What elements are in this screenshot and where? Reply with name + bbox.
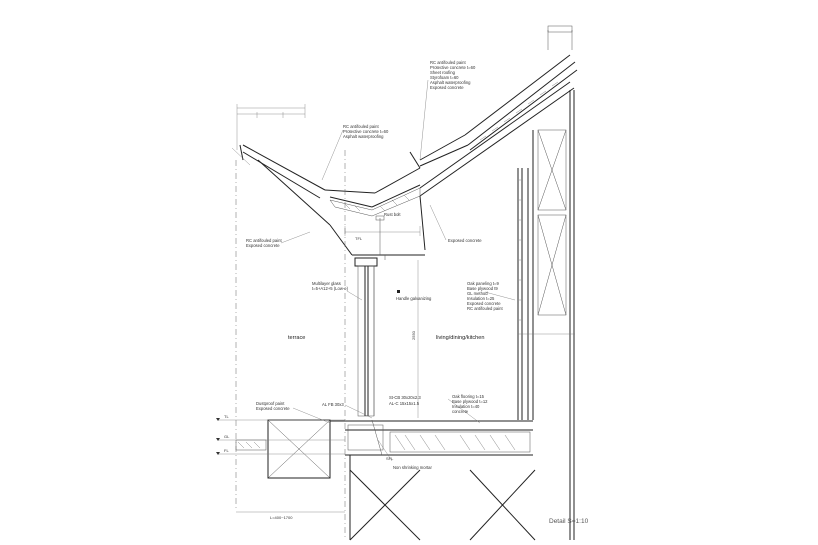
note-eave-under: RC antifouled paint Exposed concrete — [246, 238, 283, 248]
level-lines — [216, 418, 345, 455]
note-glass: Multilayer glass t=5+A12+5 (Low-e) — [312, 281, 349, 291]
note-floor-right: Oak flooring t=15 Base plywood t=12 Insu… — [452, 394, 489, 414]
note-wall-right: Oak paneling t=9 Base plywood t9 GL meth… — [467, 281, 503, 311]
eave-dimensions — [231, 104, 306, 166]
note-tfl: TFL — [355, 236, 363, 241]
right-wall — [517, 90, 575, 540]
note-roof-top: RC antifouled paint Protective concrete … — [430, 60, 476, 90]
note-handle: Handle galvanizing — [396, 296, 432, 301]
level-tl: TL — [224, 414, 229, 419]
note-sfl: SFL — [386, 456, 394, 461]
level-fl: FL — [224, 448, 229, 453]
note-terrace-edge: Dustproof paint Exposed concrete — [256, 401, 290, 411]
drawing-caption: Detail S=1:10 — [549, 518, 589, 525]
note-sill: St-CB 30x20x2.3 AL-C 15x15x1.5 — [389, 395, 422, 406]
terrace-slab — [235, 419, 331, 479]
level-gl: GL — [224, 434, 230, 439]
floor-slab — [330, 419, 536, 541]
dim-bottom: L=400~1700 — [270, 515, 293, 520]
note-roof-left: RC antifouled paint Protective concrete … — [343, 124, 389, 139]
dim-2550: 2550 — [411, 330, 416, 340]
note-rust-bolt: Rust bolt — [384, 212, 401, 217]
valley-roof — [239, 134, 469, 256]
note-non-shrink: Non shrinking mortar — [393, 465, 432, 470]
note-exposed-concrete: Exposed concrete — [448, 238, 482, 243]
note-al-fb: AL FB 30x3 — [322, 402, 344, 407]
glazing-frame — [344, 215, 421, 417]
upper-roof-slab — [419, 25, 578, 197]
handle-marker — [397, 290, 400, 293]
room-living: living/dining/kitchen — [436, 335, 485, 341]
leader-lines — [280, 79, 516, 462]
room-terrace: terrace — [288, 335, 305, 341]
